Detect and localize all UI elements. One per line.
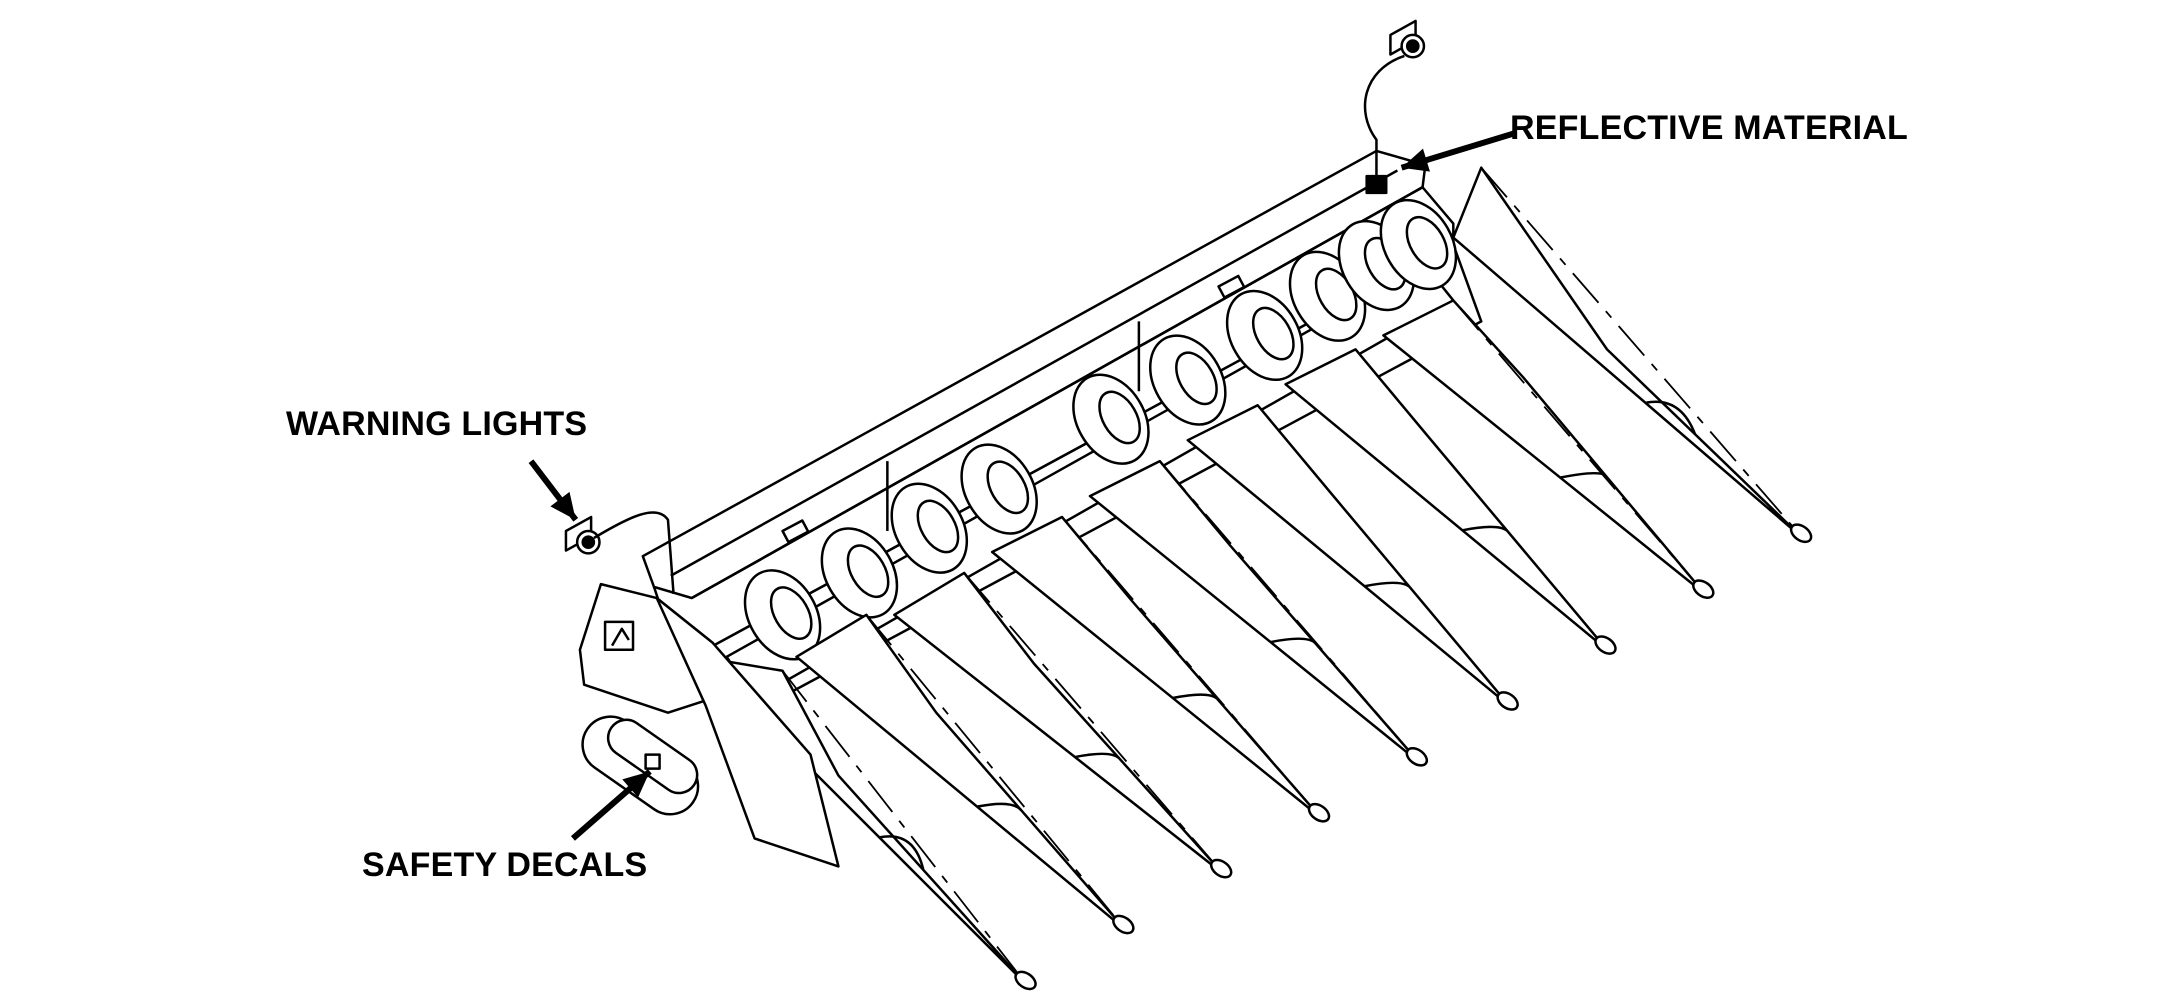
snout-centerline-0 [781, 670, 1028, 986]
snout-seam-6 [1462, 525, 1508, 532]
snout-2 [893, 571, 1224, 875]
snout-seam-3 [1172, 693, 1218, 700]
snout-tip-6 [1594, 635, 1617, 655]
snout-tip-5 [1496, 691, 1519, 711]
snout-seam-1 [976, 802, 1023, 812]
snout-5 [1186, 403, 1511, 707]
snout-seam-0 [879, 835, 925, 871]
auger-flight-hole-9 [1405, 215, 1449, 270]
snout-tip-2 [1209, 858, 1233, 879]
auger-flight-hole-5 [1175, 351, 1218, 406]
snout-centerline-3 [1061, 516, 1322, 819]
snout-seam-4 [1270, 637, 1316, 644]
snout-centerline-6 [1354, 348, 1608, 651]
row-divider-snouts [697, 166, 1813, 991]
snout-centerline-5 [1256, 404, 1510, 707]
safety-decals-arrow-head [622, 771, 650, 798]
snout-centerline-7 [1452, 299, 1706, 595]
safety-decals-label: SAFETY DECALS [362, 846, 648, 884]
auger-flight-hole-2 [916, 499, 960, 554]
snout-tip-1 [1112, 914, 1135, 935]
warning-light-left [564, 515, 601, 555]
brand-logo-deer [610, 627, 630, 647]
snout-centerline-4 [1159, 460, 1420, 763]
auger-flight-hole-6 [1251, 306, 1295, 361]
snout-tip-7 [1692, 579, 1715, 599]
callout-arrows [528, 129, 1518, 841]
snout-1 [795, 613, 1127, 931]
snout-seam-7 [1559, 471, 1606, 479]
reflective-material-label: REFLECTIVE MATERIAL [1510, 109, 1908, 147]
panel-slot-0 [781, 519, 810, 544]
auger-flight-hole-0 [769, 586, 813, 640]
safety-decal [644, 753, 661, 770]
snout-6 [1284, 348, 1609, 652]
snout-tip-4 [1405, 746, 1429, 767]
warning-lights-label: WARNING LIGHTS [286, 405, 588, 443]
snout-4 [1088, 459, 1420, 763]
snout-8 [1452, 166, 1804, 540]
reflective-material-arrow-head [1401, 148, 1430, 172]
snout-centerline-8 [1480, 167, 1804, 539]
auger-flight-hole-1 [846, 544, 890, 599]
warning-light-right-lamp [1405, 39, 1420, 53]
auger-flight-hole-4 [1098, 390, 1142, 445]
wiring-right [1363, 54, 1405, 182]
snout-seam-5 [1364, 581, 1411, 588]
warning-light-right [1389, 19, 1426, 59]
left-side-assembly [578, 582, 840, 868]
snout-seam-8 [1645, 400, 1697, 435]
snout-3 [990, 515, 1322, 819]
warning-lights-arrow-head [550, 491, 576, 520]
snout-seam-2 [1074, 752, 1120, 760]
snout-tip-0 [1014, 970, 1037, 991]
auger-flight-hole-3 [986, 460, 1030, 515]
snout-tip-3 [1307, 802, 1331, 823]
cross-auger [725, 198, 1458, 700]
snout-7 [1382, 299, 1707, 596]
end-divider [655, 596, 840, 868]
snout-centerline-2 [963, 572, 1224, 874]
panel-slot-1 [1217, 274, 1246, 299]
warning-light-left-lamp [581, 535, 596, 550]
beam-edge-inner [670, 169, 1399, 577]
warning-light-assemblies [564, 19, 1426, 594]
wiring-left [593, 511, 675, 594]
snout-tip-8 [1789, 523, 1813, 544]
